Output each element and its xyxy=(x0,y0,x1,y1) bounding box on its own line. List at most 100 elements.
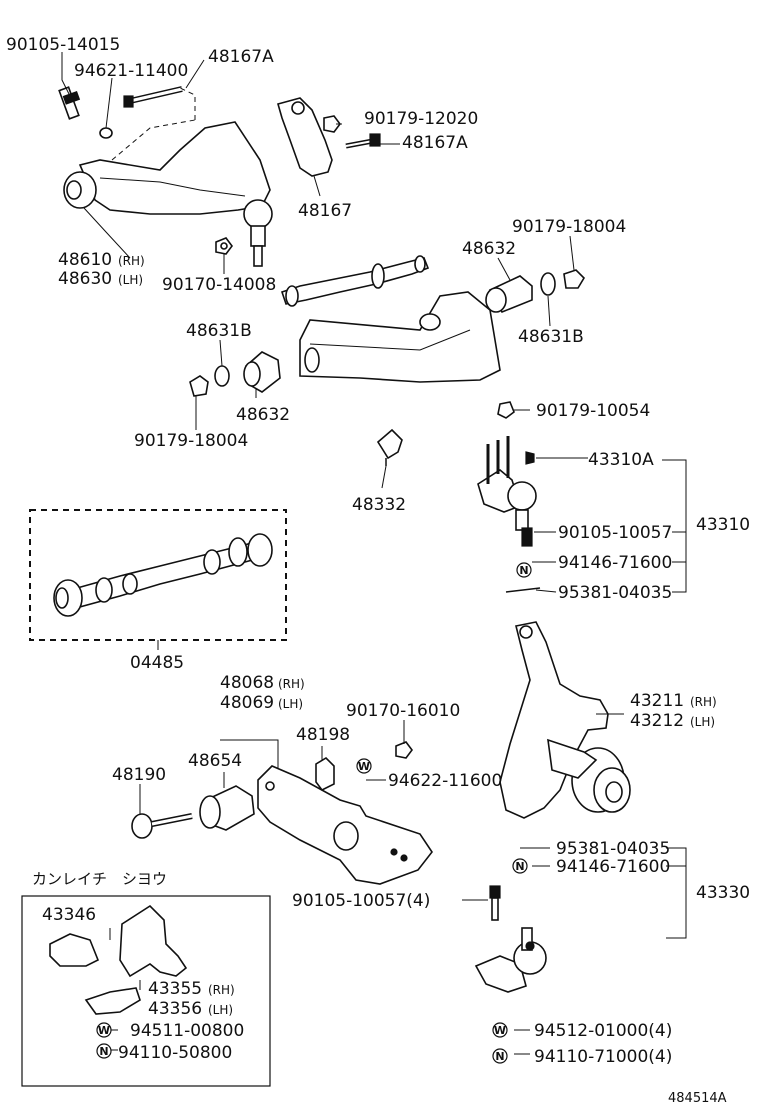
label-48332: 48332 xyxy=(352,495,406,515)
lower-arm-assembly xyxy=(131,741,433,885)
steering-knuckle xyxy=(499,621,631,819)
bump-stopper-48332 xyxy=(376,428,403,466)
label-48632-left: 48632 xyxy=(236,405,290,425)
cold-region-title: カンレイチ シヨウ xyxy=(32,870,167,888)
label-90179-18004-right: 90179-18004 xyxy=(512,217,626,237)
washer-marker: W xyxy=(356,758,372,774)
washer-marker: W xyxy=(96,1022,112,1038)
label-90170-16010: 90170-16010 xyxy=(346,701,460,721)
nut-90170-14008 xyxy=(215,237,233,255)
label-90179-10054: 90179-10054 xyxy=(536,401,650,421)
leader-lines xyxy=(61,52,687,1055)
bushing-kit-04485 xyxy=(29,509,287,641)
label-43212-lh: (LH) xyxy=(690,715,715,729)
label-48190: 48190 xyxy=(112,765,166,785)
upper-control-arm xyxy=(78,121,271,215)
nut-90179-18004-right xyxy=(563,269,586,289)
label-90105-10057-4: 90105-10057(4) xyxy=(292,891,430,911)
label-48068: 48068 xyxy=(220,673,274,693)
bracket-48167 xyxy=(277,97,333,177)
label-43211: 43211 xyxy=(630,691,684,711)
label-94622-11600: 94622-11600 xyxy=(388,771,502,791)
label-48630: 48630 xyxy=(58,269,112,289)
label-48632-right: 48632 xyxy=(462,239,516,259)
svg-text:W: W xyxy=(494,1024,506,1037)
frame-bracket xyxy=(299,291,501,383)
nut-90170-16010 xyxy=(395,741,413,759)
label-48068-rh: (RH) xyxy=(278,677,305,691)
cold-region-inset xyxy=(21,895,271,1087)
bushing-48654 xyxy=(199,785,255,831)
upper-ball-joint xyxy=(243,199,273,267)
washer-48631B-right xyxy=(540,272,556,296)
label-43212: 43212 xyxy=(630,711,684,731)
label-48167A-mid: 48167A xyxy=(402,133,468,153)
part-43346 xyxy=(49,933,100,967)
bolt-48190 xyxy=(131,813,193,839)
label-94512-01000: 94512-01000(4) xyxy=(534,1021,672,1041)
label-43310: 43310 xyxy=(696,515,750,535)
label-43355: 43355 xyxy=(148,979,202,999)
washer-94621-11400 xyxy=(99,127,113,139)
svg-text:W: W xyxy=(98,1024,110,1037)
label-94146-71600-bot: 94146-71600 xyxy=(556,857,670,877)
stopper-48198 xyxy=(315,756,335,792)
nut-90179-10054 xyxy=(497,401,515,419)
part-labels: 90105-14015 94621-11400 48167A 90179-120… xyxy=(6,35,750,1106)
label-90179-12020: 90179-12020 xyxy=(364,109,478,129)
nut-marker: N xyxy=(96,1043,112,1059)
svg-text:N: N xyxy=(515,860,524,873)
label-43355-rh: (RH) xyxy=(208,983,235,997)
label-48069-lh: (LH) xyxy=(278,697,303,711)
upper-arm-assembly xyxy=(58,86,381,267)
label-43346: 43346 xyxy=(42,905,96,925)
svg-text:N: N xyxy=(519,564,528,577)
label-43356: 43356 xyxy=(148,999,202,1019)
label-04485: 04485 xyxy=(130,653,184,673)
washer-marker: W xyxy=(492,1022,508,1038)
cross-shaft-assembly xyxy=(189,255,586,466)
label-90179-18004-left: 90179-18004 xyxy=(134,431,248,451)
washer-48631B-left xyxy=(214,365,230,387)
label-48610-rh: (RH) xyxy=(118,254,145,268)
label-94621-11400: 94621-11400 xyxy=(74,61,188,81)
nut-90179-18004-left xyxy=(189,375,209,397)
bushing-48632-right xyxy=(485,275,533,314)
label-94110-50800: 94110-50800 xyxy=(118,1043,232,1063)
nut-marker: N xyxy=(512,858,528,874)
label-95381-04035-top: 95381-04035 xyxy=(558,583,672,603)
washer-marker: N xyxy=(516,562,532,578)
cotter-pin-95381-04035-top xyxy=(505,587,541,593)
svg-text:N: N xyxy=(495,1050,504,1063)
bushing-48632-left xyxy=(243,351,281,393)
knuckle-arm-inset xyxy=(119,904,188,978)
label-90170-14008: 90170-14008 xyxy=(162,275,276,295)
cross-shaft xyxy=(280,257,430,305)
label-90105-10057: 90105-10057 xyxy=(558,523,672,543)
label-48198: 48198 xyxy=(296,725,350,745)
label-43310A: 43310A xyxy=(588,450,654,470)
bolt-90179-12020 xyxy=(323,115,341,133)
nut-marker: N xyxy=(492,1048,508,1064)
label-94146-71600-top: 94146-71600 xyxy=(558,553,672,573)
figure-code: 484514A xyxy=(668,1091,727,1106)
label-48167: 48167 xyxy=(298,201,352,221)
label-90105-14015: 90105-14015 xyxy=(6,35,120,55)
label-48631B-right: 48631B xyxy=(518,327,584,347)
label-94110-71000: 94110-71000(4) xyxy=(534,1047,672,1067)
bolt-48167A-mid xyxy=(345,133,381,149)
label-48069: 48069 xyxy=(220,693,274,713)
label-48631B-left: 48631B xyxy=(186,321,252,341)
part-43355-43356 xyxy=(84,987,141,1015)
label-48630-lh: (LH) xyxy=(118,273,143,287)
svg-text:N: N xyxy=(99,1045,108,1058)
label-43211-rh: (RH) xyxy=(690,695,717,709)
upper-arm-bushing xyxy=(63,171,97,209)
label-43330: 43330 xyxy=(696,883,750,903)
label-48610: 48610 xyxy=(58,250,112,270)
lower-ball-joint-43330 xyxy=(474,885,547,993)
label-43356-lh: (LH) xyxy=(208,1003,233,1017)
bolt-48167A-top xyxy=(123,86,183,108)
label-94511-00800: 94511-00800 xyxy=(130,1021,244,1041)
